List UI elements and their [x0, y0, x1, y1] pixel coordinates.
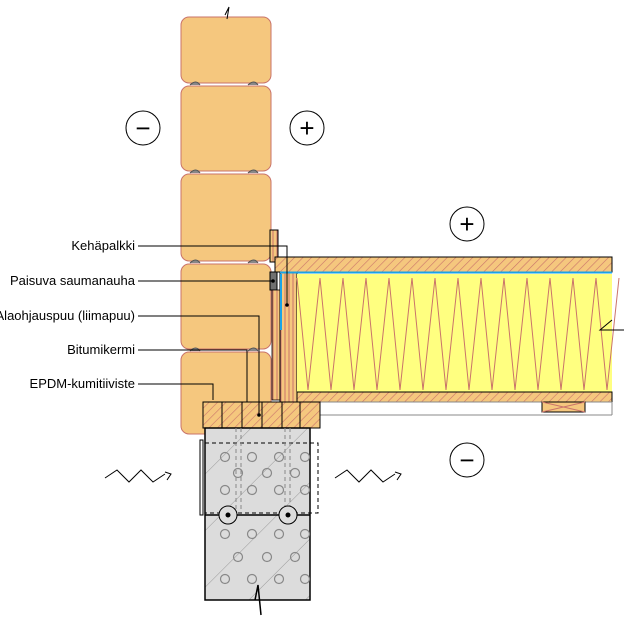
aggregate	[219, 451, 231, 463]
aggregate	[299, 528, 311, 540]
label-kehapalkki: Kehäpalkki	[71, 238, 135, 253]
label-alaohjauspuu: Alaohjauspuu (liimapuu)	[0, 308, 135, 323]
minus-text: −	[459, 445, 474, 475]
aggregate	[289, 551, 301, 563]
aggregate	[219, 573, 231, 585]
plus-symbol	[449, 206, 485, 242]
hidden-outline	[204, 442, 319, 514]
aggregate	[246, 484, 258, 496]
aggregate	[246, 573, 258, 585]
batten	[271, 289, 281, 401]
aggregate	[273, 484, 285, 496]
aggregate	[261, 551, 273, 563]
minus-symbol	[125, 110, 161, 146]
aggregate	[246, 451, 258, 463]
aggregate	[273, 451, 285, 463]
aggregate	[299, 451, 311, 463]
plus-symbol	[289, 110, 325, 146]
floor-bottom-board	[296, 391, 613, 403]
heat-flow-arrow-right	[334, 469, 402, 483]
aggregate	[299, 573, 311, 585]
leader-lines	[138, 245, 288, 415]
aggregate	[232, 467, 244, 479]
plus-text: +	[459, 209, 474, 239]
aggregate	[273, 528, 285, 540]
heat-flow-arrow-left	[104, 469, 172, 483]
aggregate	[219, 484, 231, 496]
aggregate	[219, 528, 231, 540]
insulation-pattern	[296, 277, 620, 391]
aggregate	[261, 467, 273, 479]
aggregate	[246, 528, 258, 540]
label-saumanauha: Paisuva saumanauha	[9, 273, 135, 288]
floor-deck	[274, 256, 613, 273]
label-bitumikermi: Bitumikermi	[67, 342, 135, 357]
plus-text: +	[299, 113, 314, 143]
label-epdm: EPDM-kumitiiviste	[29, 376, 135, 391]
minus-symbol	[449, 442, 485, 478]
aggregate	[232, 551, 244, 563]
aggregate	[273, 573, 285, 585]
aggregate	[299, 484, 311, 496]
minus-text: −	[135, 113, 150, 143]
rim-beam	[279, 271, 298, 403]
